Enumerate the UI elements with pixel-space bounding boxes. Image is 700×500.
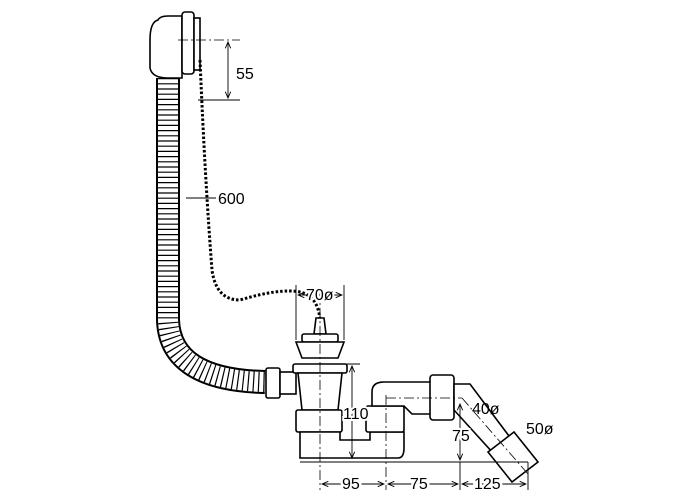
dim-overflow-height: 55 — [236, 66, 254, 83]
dim-outlet-outer-diameter: 50ø — [526, 421, 554, 438]
plug-chain — [198, 59, 322, 321]
overflow-hose — [156, 78, 297, 399]
dim-hose-length: 600 — [218, 191, 245, 208]
trap-body — [292, 290, 540, 490]
dimension-lines — [186, 42, 529, 490]
dim-spacing-1: 95 — [342, 476, 360, 493]
dim-spacing-2: 75 — [410, 476, 428, 493]
dim-outlet-height: 75 — [452, 428, 470, 445]
dim-strainer-diameter: 70ø — [306, 287, 334, 304]
dim-trap-height: 110 — [343, 406, 369, 423]
overflow-head — [149, 11, 240, 101]
dim-outlet-inner-diameter: 40ø — [472, 401, 500, 418]
dim-spacing-3: 125 — [474, 476, 501, 493]
